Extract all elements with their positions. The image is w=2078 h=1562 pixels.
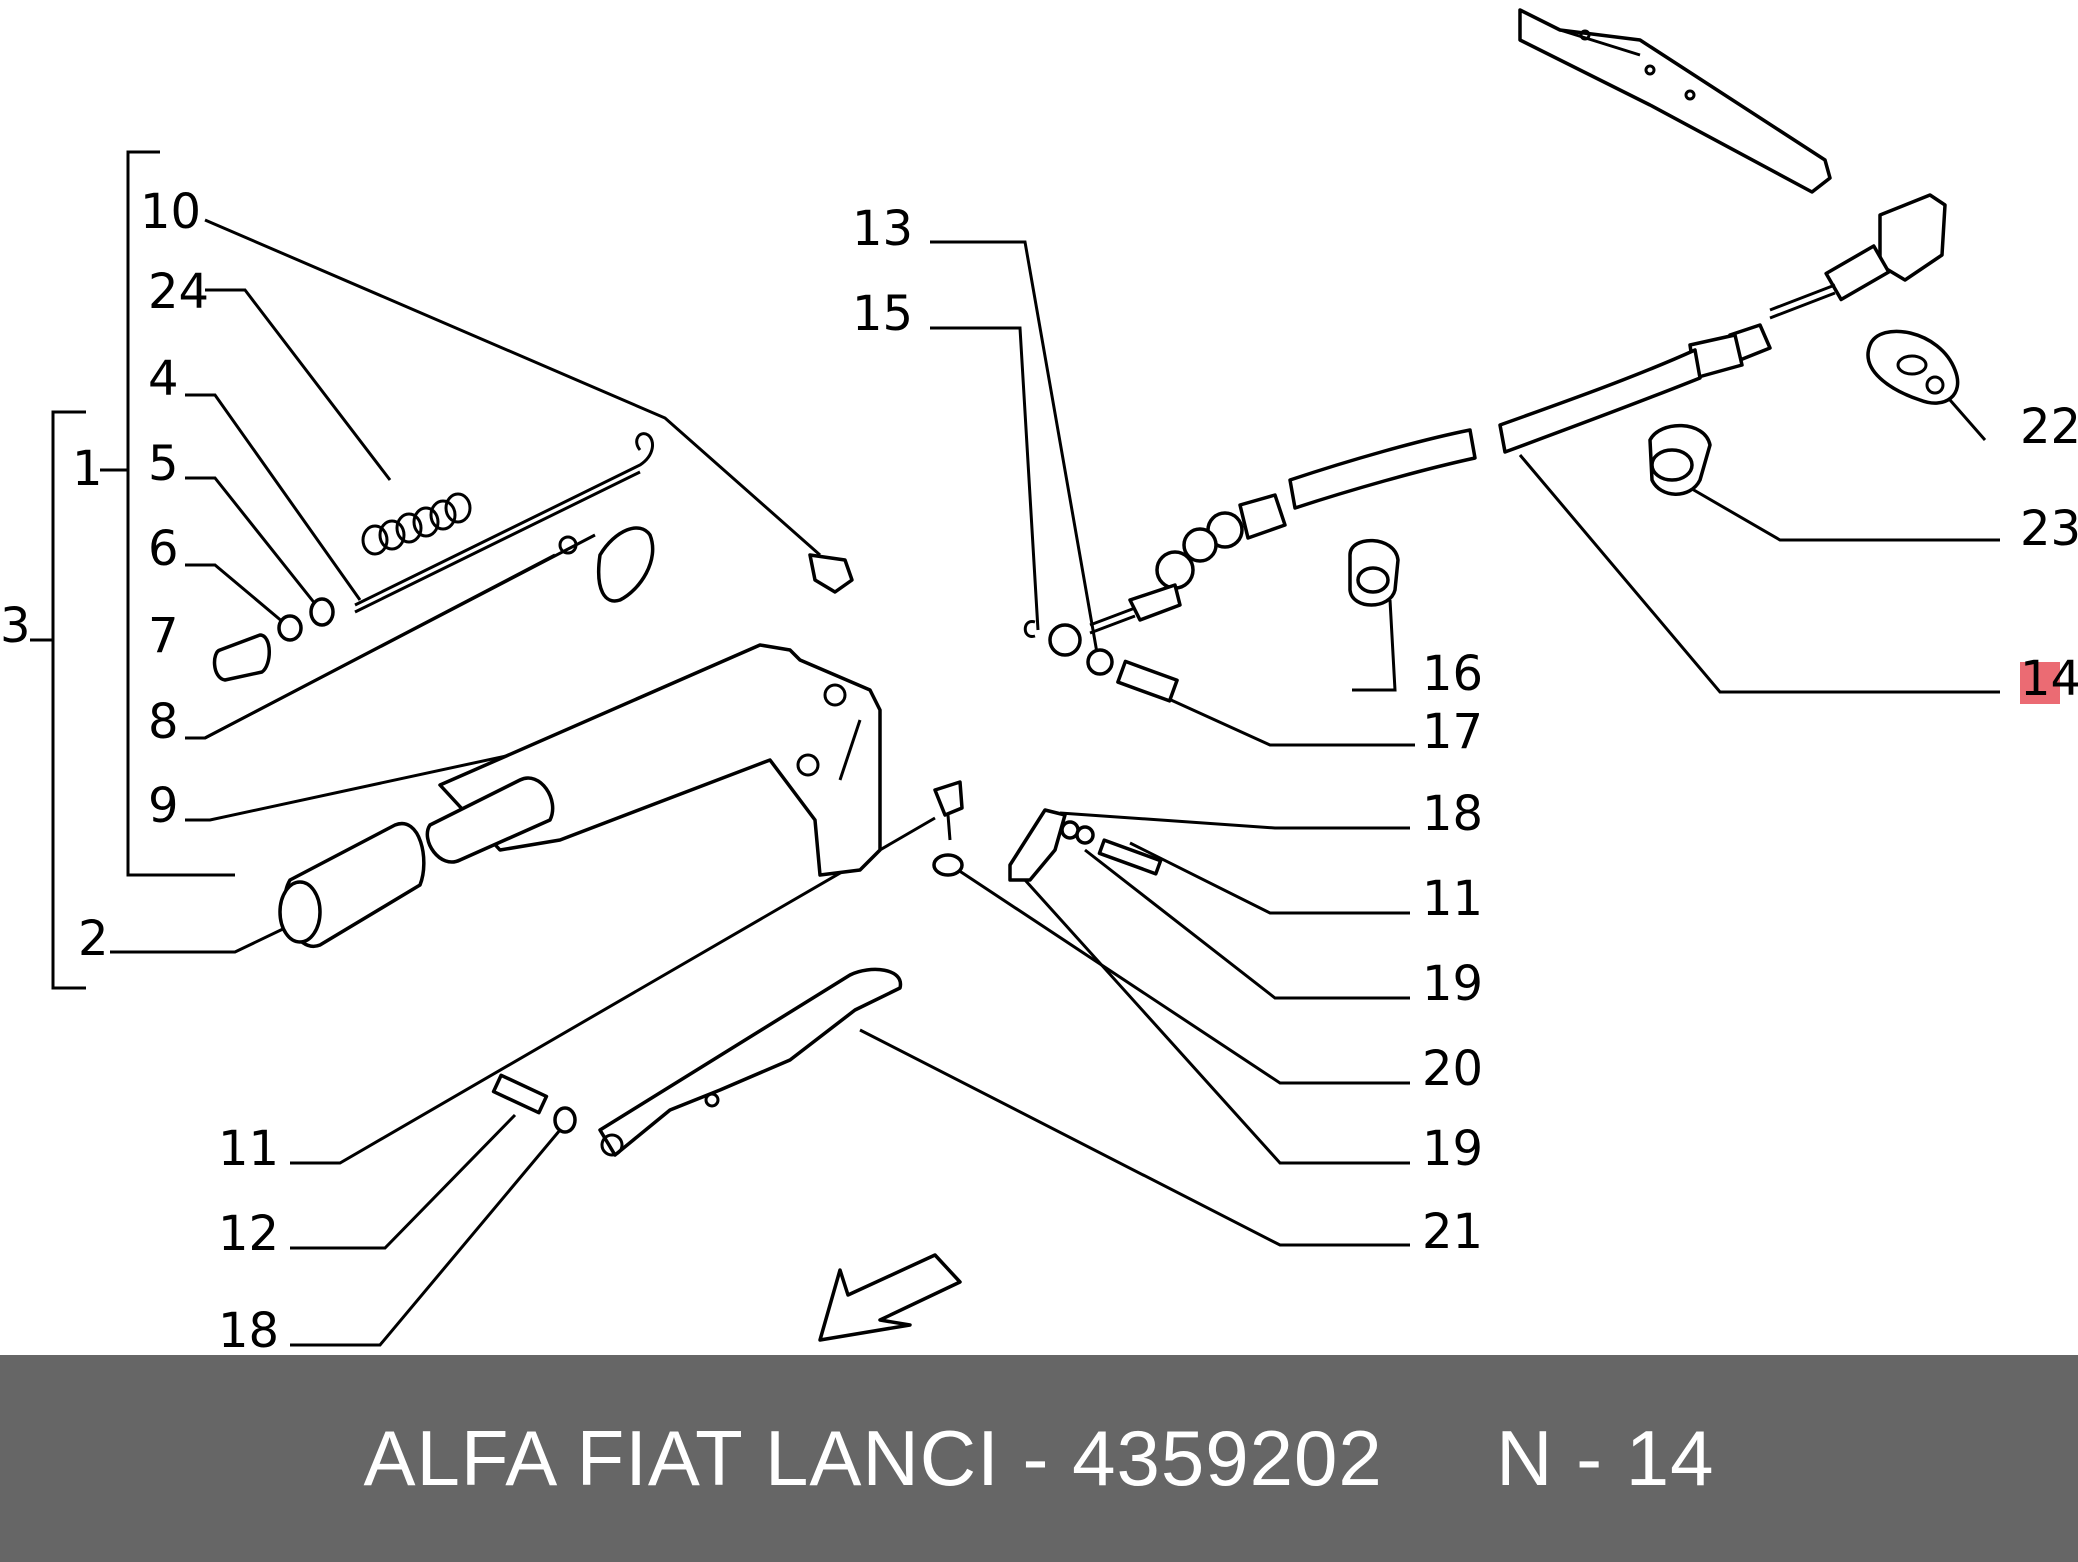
label-16: 16: [1422, 646, 1483, 702]
spring: [361, 492, 472, 556]
footer-bar: ALFA FIAT LANCI - 4359202 N - 14: [0, 1355, 2078, 1562]
label-14: 14: [2020, 651, 2078, 707]
label-9: 9: [148, 778, 179, 834]
label-6: 6: [148, 521, 179, 577]
label-23: 23: [2020, 501, 2078, 557]
label-19-upper: 19: [1422, 956, 1483, 1012]
group-bracket-1: [100, 150, 235, 877]
label-24: 24: [148, 264, 209, 320]
label-1: 1: [72, 441, 103, 497]
label-22: 22: [2020, 399, 2078, 455]
group-bracket-3: [30, 410, 86, 990]
label-18-lower: 18: [218, 1303, 279, 1355]
label-2: 2: [78, 911, 109, 967]
label-3: 3: [0, 598, 31, 654]
label-15: 15: [852, 286, 913, 342]
label-20: 20: [1422, 1041, 1483, 1097]
label-11-upper: 11: [1422, 871, 1483, 927]
parts-diagram: 10 24 4 1 5 6 3 7 8 9 2 11 12 18 13 15 1…: [0, 8, 2078, 1355]
label-17: 17: [1422, 704, 1483, 760]
label-4: 4: [148, 351, 179, 407]
label-12: 12: [218, 1206, 279, 1262]
parts-drawing: [204, 8, 1960, 1342]
label-13: 13: [852, 201, 913, 257]
highlight-marker: [2020, 662, 2060, 704]
footer-text: ALFA FIAT LANCI - 4359202 N - 14: [363, 1414, 1715, 1502]
label-19-lower: 19: [1422, 1121, 1483, 1177]
label-5: 5: [148, 436, 179, 492]
label-10: 10: [140, 184, 201, 240]
label-8: 8: [148, 694, 179, 750]
callout-labels: 10 24 4 1 5 6 3 7 8 9 2 11 12 18 13 15 1…: [0, 184, 2078, 1355]
label-11-lower: 11: [218, 1121, 279, 1177]
label-18-upper: 18: [1422, 786, 1483, 842]
label-21: 21: [1422, 1204, 1483, 1260]
leader-lines: [110, 218, 2000, 1347]
label-7: 7: [148, 608, 179, 664]
